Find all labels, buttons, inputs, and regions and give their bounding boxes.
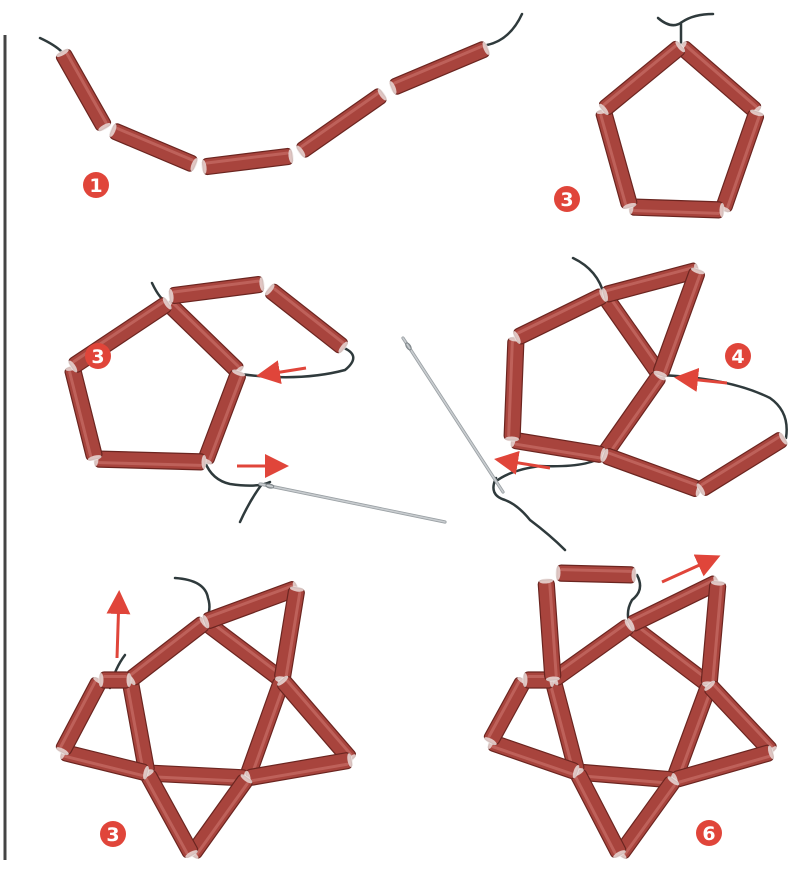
step-number-badge: 3 xyxy=(85,343,111,369)
bugle-bead-tube xyxy=(695,430,788,497)
step-number-label: 3 xyxy=(560,189,573,211)
bugle-bead-tube xyxy=(197,368,247,466)
bugle-bead-tube xyxy=(509,432,607,463)
bugle-bead-tube xyxy=(538,578,561,682)
bugle-bead-tube xyxy=(54,47,112,133)
thread xyxy=(493,478,565,550)
bugle-bead-tube xyxy=(511,287,609,346)
bugle-bead-tube xyxy=(555,565,636,583)
step-number-label: 3 xyxy=(106,824,119,846)
bugle-bead-tube xyxy=(294,87,389,160)
bugle-bead-tube xyxy=(675,39,764,119)
thread xyxy=(40,38,62,52)
bugle-bead-tube xyxy=(595,106,638,210)
bugle-bead-tube xyxy=(124,615,211,687)
bugle-bead-tube xyxy=(600,447,704,498)
bugle-bead-tube xyxy=(64,364,103,463)
step-number-badge: 1 xyxy=(83,172,109,198)
bugle-bead-tube xyxy=(388,40,492,96)
needle-icon xyxy=(403,338,503,492)
thread xyxy=(660,375,787,438)
bugle-bead-tube xyxy=(263,282,350,355)
bugle-bead-tube xyxy=(93,451,206,470)
bugle-bead-tube xyxy=(161,296,245,379)
step-number-badge: 3 xyxy=(100,821,126,847)
bugle-bead-tube xyxy=(628,199,725,218)
bugle-bead-tube xyxy=(597,369,668,461)
step-number-label: 6 xyxy=(702,823,715,845)
bugle-bead-tube xyxy=(99,672,132,688)
step-number-badge: 4 xyxy=(725,343,751,369)
thread xyxy=(487,14,522,45)
bugle-bead-tube xyxy=(108,122,200,173)
step-number-badge: 3 xyxy=(554,186,580,212)
bugle-bead-tube xyxy=(66,296,173,375)
needle-icon xyxy=(260,483,445,522)
bugle-bead-tube xyxy=(54,675,108,757)
step-number-label: 3 xyxy=(91,346,104,368)
bugle-bead-tube xyxy=(597,39,687,117)
bugle-bead-tube xyxy=(715,108,765,214)
direction-arrow-icon xyxy=(262,368,306,375)
step-number-label: 1 xyxy=(89,175,102,197)
step-number-label: 4 xyxy=(731,346,744,368)
step-number-badge: 6 xyxy=(696,820,722,846)
thread xyxy=(658,14,713,25)
bugle-bead-tube xyxy=(504,336,524,442)
thread xyxy=(205,462,270,522)
bugle-bead-tube xyxy=(167,276,265,304)
direction-arrow-icon xyxy=(500,460,550,468)
direction-arrow-icon xyxy=(117,596,119,658)
bugle-bead-tube xyxy=(201,148,295,175)
